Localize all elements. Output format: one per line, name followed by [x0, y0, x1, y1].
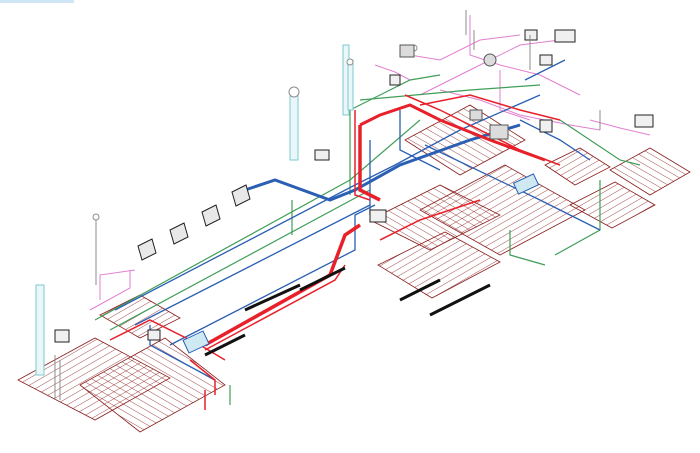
thick-supply-riser — [358, 125, 381, 202]
vent-icon — [346, 58, 354, 66]
boiler-icon — [489, 124, 509, 140]
radiator-icon — [539, 119, 553, 133]
floor-heating-zone-right-1 — [404, 104, 526, 176]
baseboard-heater-icon — [429, 283, 491, 317]
fan-coil-icon — [231, 184, 251, 207]
corner-tab — [0, 0, 74, 3]
radiator-icon — [539, 54, 553, 66]
expansion-tank-icon — [483, 53, 497, 67]
radiator-icon — [54, 329, 70, 343]
riser-icon — [289, 94, 299, 161]
baseboard-heater-icon — [299, 266, 346, 292]
radiator-icon — [147, 329, 161, 341]
fan-coil-icon — [169, 222, 189, 245]
radiator-icon — [369, 209, 387, 223]
floor-heating-zone-right-4 — [544, 147, 611, 186]
manifold-icon — [182, 330, 210, 354]
boiler-equipment — [399, 44, 509, 140]
pump-icon — [399, 44, 415, 58]
floor-heating-zone-right-3 — [609, 147, 691, 196]
manifolds — [182, 173, 540, 354]
fan-coil-icon — [137, 238, 157, 261]
floor-heating-zone-left-2 — [79, 337, 226, 433]
floor-heating-zone-center-2 — [377, 231, 501, 299]
thick-supply-main — [204, 223, 361, 347]
fan-coil-units — [137, 184, 251, 261]
baseboard-heaters — [204, 266, 491, 357]
floor-heating-zone-left-3 — [99, 294, 181, 339]
baseboard-heater-icon — [204, 333, 246, 357]
thick-return-main — [244, 178, 356, 202]
gray-stub-pipes — [54, 10, 601, 400]
hot-water-lines — [89, 15, 651, 311]
baseboard-heater-icon — [399, 278, 441, 302]
return-lines — [114, 59, 601, 381]
riser-icon — [347, 59, 354, 111]
radiator-icon — [634, 114, 654, 128]
radiator-icon — [524, 29, 538, 41]
radiators — [54, 29, 654, 343]
fan-coil-icon — [201, 204, 221, 227]
baseboard-heater-icon — [244, 283, 301, 312]
risers — [35, 44, 354, 376]
radiator-icon — [314, 149, 330, 161]
manifold-icon — [512, 173, 540, 195]
radiator-icon — [554, 29, 576, 43]
pump-icon — [469, 109, 483, 121]
riser-icon — [35, 284, 45, 376]
vent-icon — [288, 86, 300, 98]
thick-supply-main-2 — [359, 103, 546, 162]
vent-icon — [92, 213, 100, 221]
radiator-icon — [389, 74, 401, 86]
